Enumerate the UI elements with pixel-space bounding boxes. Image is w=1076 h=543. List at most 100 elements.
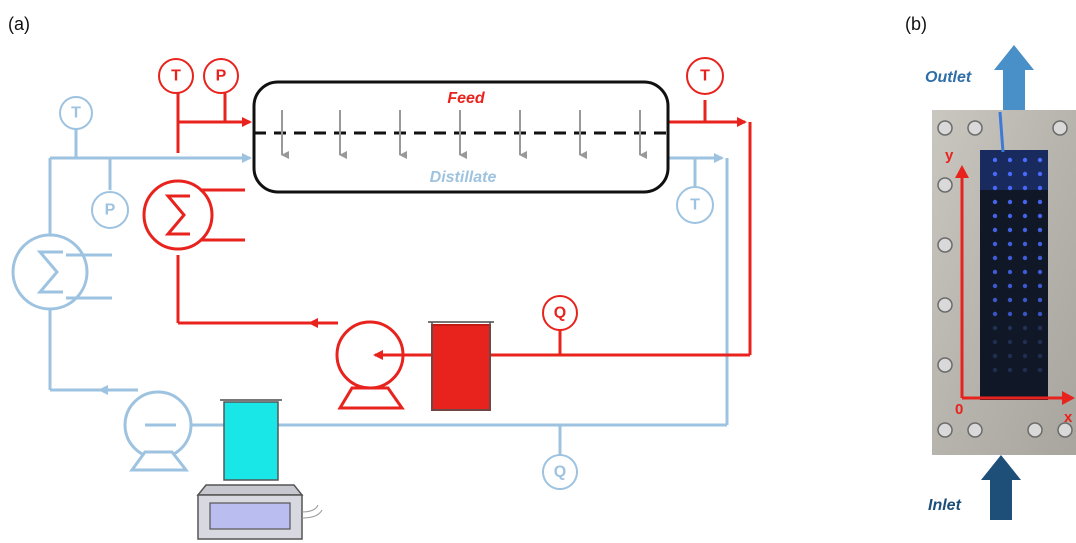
module-photo: Outlet <box>925 45 1076 520</box>
feed-inlet-pressure-gauge: P <box>203 58 239 94</box>
led-dot <box>1022 157 1028 163</box>
led-dot <box>1007 283 1013 289</box>
svg-text:T: T <box>71 105 81 122</box>
distillate-flow-gauge: Q <box>542 454 578 490</box>
led-dot <box>1022 283 1028 289</box>
feed-pump <box>335 320 405 410</box>
led-dot <box>1022 213 1028 219</box>
led-dot <box>992 199 998 205</box>
led-dot <box>1022 227 1028 233</box>
distillate-inlet-pressure-gauge: P <box>91 191 129 229</box>
distillate-inlet-temperature-gauge: T <box>59 96 93 130</box>
led-dot <box>1007 339 1013 345</box>
led-dot <box>1037 353 1043 359</box>
led-dot <box>1022 297 1028 303</box>
feed-loop <box>176 85 752 360</box>
feed-heat-exchanger <box>142 179 245 251</box>
svg-text:P: P <box>105 202 116 219</box>
led-dot <box>1037 241 1043 247</box>
led-dot <box>1037 325 1043 331</box>
membrane-module: Feed Distillate <box>252 80 670 194</box>
svg-text:P: P <box>216 68 227 85</box>
led-dot <box>1022 185 1028 191</box>
led-dot <box>992 367 998 373</box>
led-dot <box>992 171 998 177</box>
led-dot <box>1022 199 1028 205</box>
led-dot <box>1037 213 1043 219</box>
svg-text:T: T <box>690 197 700 214</box>
svg-text:Q: Q <box>554 305 566 322</box>
led-dot <box>1007 353 1013 359</box>
vapor-flux-arrows <box>281 110 647 159</box>
led-dot <box>1007 311 1013 317</box>
led-dot <box>992 255 998 261</box>
led-dot <box>1037 227 1043 233</box>
svg-text:Q: Q <box>554 464 566 481</box>
led-grid <box>992 157 1043 373</box>
led-dot <box>992 283 998 289</box>
svg-text:T: T <box>171 68 181 85</box>
balance-scale <box>196 484 323 540</box>
led-dot <box>1007 213 1013 219</box>
x-axis-label: x <box>1064 409 1073 426</box>
led-dot <box>1007 241 1013 247</box>
led-dot <box>1037 185 1043 191</box>
led-dot <box>1022 339 1028 345</box>
led-dot <box>992 339 998 345</box>
outlet-arrow-icon <box>994 45 1034 110</box>
outlet-label: Outlet <box>925 69 972 86</box>
panel-a-label: (a) <box>8 14 30 34</box>
inlet-arrow-icon <box>981 455 1021 520</box>
led-dot <box>992 157 998 163</box>
led-dot <box>1037 283 1043 289</box>
led-dot <box>1022 171 1028 177</box>
led-dot <box>1022 241 1028 247</box>
led-dot <box>1037 269 1043 275</box>
led-dot <box>1037 297 1043 303</box>
led-dot <box>992 269 998 275</box>
led-dot <box>1007 325 1013 331</box>
distillate-beaker <box>220 399 282 481</box>
led-dot <box>992 213 998 219</box>
feed-inlet-temperature-gauge: T <box>158 58 194 94</box>
led-dot <box>1007 185 1013 191</box>
led-dot <box>1037 311 1043 317</box>
led-dot <box>1007 367 1013 373</box>
led-dot <box>1007 269 1013 275</box>
panel-b-label: (b) <box>905 14 927 34</box>
led-dot <box>1007 255 1013 261</box>
led-dot <box>1022 269 1028 275</box>
led-dot <box>1007 199 1013 205</box>
led-dot <box>1037 171 1043 177</box>
inlet-label: Inlet <box>928 497 962 514</box>
feed-outlet-temperature-gauge: T <box>686 57 724 95</box>
led-dot <box>1007 297 1013 303</box>
led-dot <box>992 353 998 359</box>
led-dot <box>1022 255 1028 261</box>
distillate-heat-exchanger <box>11 233 112 311</box>
led-dot <box>1022 367 1028 373</box>
feed-label: Feed <box>447 90 486 107</box>
distillate-pump <box>123 390 193 472</box>
led-dot <box>1037 157 1043 163</box>
led-dot <box>1037 255 1043 261</box>
led-dot <box>992 185 998 191</box>
led-dot <box>992 325 998 331</box>
y-axis-label: y <box>945 147 954 164</box>
led-dot <box>1022 353 1028 359</box>
led-dot <box>992 297 998 303</box>
bolt-icons <box>937 120 1073 438</box>
feed-beaker <box>428 321 494 411</box>
led-dot <box>992 311 998 317</box>
led-dot <box>1037 199 1043 205</box>
led-dot <box>1037 339 1043 345</box>
distillate-outlet-temperature-gauge: T <box>676 186 714 224</box>
led-dot <box>1007 227 1013 233</box>
svg-text:T: T <box>700 68 710 85</box>
origin-label: 0 <box>955 401 963 418</box>
distillate-label: Distillate <box>430 169 497 186</box>
led-dot <box>992 227 998 233</box>
led-dot <box>992 241 998 247</box>
